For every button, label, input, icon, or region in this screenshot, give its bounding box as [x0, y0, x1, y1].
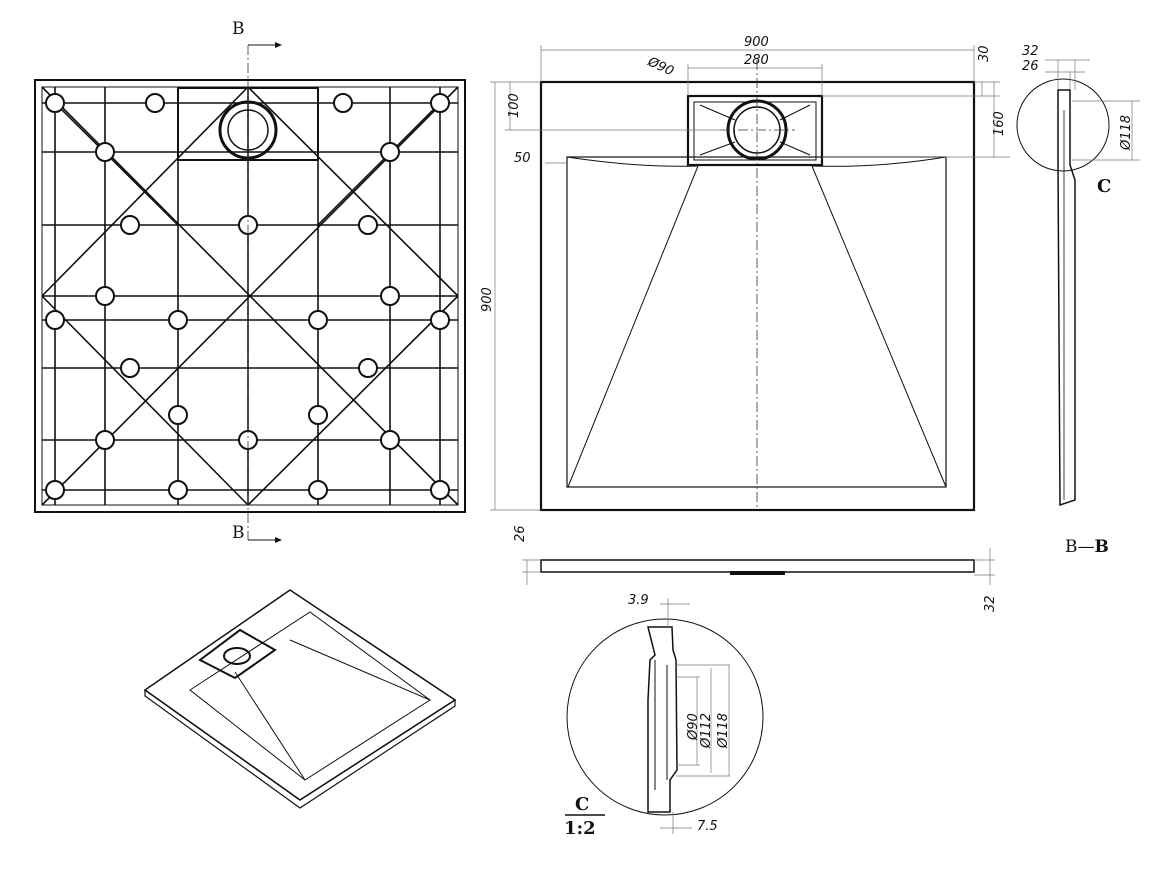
dim-detail-7-5: 7.5 [697, 819, 718, 834]
rib-node [380, 430, 400, 450]
dim-thick-26: 26 [1022, 59, 1039, 74]
dim-width: 900 [744, 35, 769, 50]
rib-node [380, 142, 400, 162]
dim-detail-d112: Ø112 [699, 713, 714, 749]
rib-line [54, 102, 179, 226]
dim-offset-160: 160 [992, 111, 1007, 136]
rib-node [95, 142, 115, 162]
dim-height: 900 [480, 287, 495, 312]
rib-node [120, 215, 140, 235]
dim-side-26: 26 [513, 525, 528, 542]
dim-drain-width: 280 [744, 53, 769, 68]
side-view: 26 32 [513, 525, 998, 612]
rib-node [45, 93, 65, 113]
rib-node [430, 480, 450, 500]
rib-node [430, 93, 450, 113]
detail-label-c: C [1097, 176, 1111, 197]
rib-node [168, 480, 188, 500]
dim-side-32: 32 [983, 595, 998, 612]
rib-node [380, 286, 400, 306]
rib-line [317, 102, 441, 226]
rib-node [168, 310, 188, 330]
dim-drain-dia: Ø90 [644, 54, 676, 79]
rib-node [168, 405, 188, 425]
rib-line [247, 86, 459, 297]
detail-c: 3.9 7.5 Ø90 Ø112 Ø118 C 1:2 [564, 593, 764, 839]
rib-node [358, 215, 378, 235]
rib-node [95, 430, 115, 450]
top-view: 900 280 Ø90 900 100 50 30 160 [480, 35, 1010, 512]
isometric-view [143, 589, 457, 809]
dim-offset-100: 100 [507, 93, 522, 118]
rib-node [430, 310, 450, 330]
detail-c-title: C [575, 794, 589, 815]
section-label-b-bottom: B [232, 523, 245, 543]
dim-detail-d118: Ø118 [716, 713, 731, 749]
rib-node [308, 480, 328, 500]
rib-node [308, 405, 328, 425]
rib-node [120, 358, 140, 378]
rib-line [247, 295, 459, 506]
rib-node [145, 93, 165, 113]
section-label-b-top: B [232, 19, 245, 39]
detail-c-scale: 1:2 [564, 818, 596, 839]
rib-node [333, 93, 353, 113]
section-bb: 32 26 Ø118 C B—B [1016, 44, 1140, 557]
rib-node [45, 480, 65, 500]
dim-thick-32: 32 [1022, 44, 1039, 59]
dim-offset-50: 50 [514, 151, 531, 166]
rib-node [95, 286, 115, 306]
dim-offset-30: 30 [977, 45, 992, 62]
dim-detail-3-9: 3.9 [628, 593, 649, 608]
dim-detail-d90: Ø90 [686, 713, 701, 741]
rib-line [41, 295, 249, 506]
bottom-view: B B [34, 19, 466, 543]
rib-node [308, 310, 328, 330]
rib-node [45, 310, 65, 330]
rib-node [358, 358, 378, 378]
dim-section-dia-118: Ø118 [1119, 115, 1134, 151]
section-bb-label: B—B [1065, 537, 1109, 557]
